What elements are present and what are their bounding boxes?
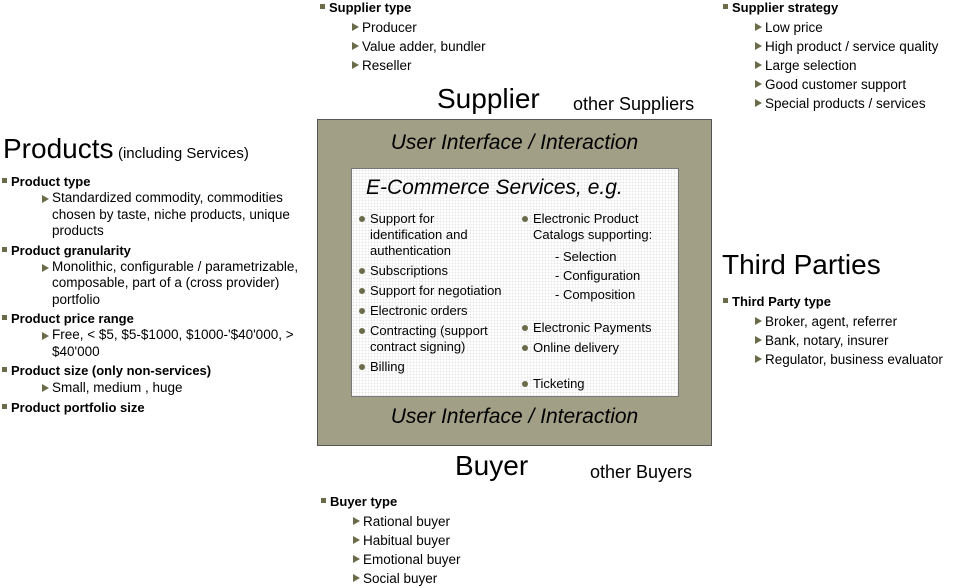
product-group-heading: Product portfolio size <box>11 400 145 415</box>
product-group-heading: Product size (only non-services) <box>11 363 212 378</box>
supplier-type-heading: Supplier type Producer Value adder, bund… <box>319 0 486 75</box>
buyer-type-item: Social buyer <box>352 569 461 588</box>
third-party-type-item: Broker, agent, referrer <box>754 312 943 331</box>
supplier-strategy-item: Good customer support <box>754 75 938 94</box>
service-item: Online delivery <box>521 340 676 356</box>
ecommerce-services-box <box>351 168 679 397</box>
products-subtitle: (including Services) <box>117 145 249 162</box>
products-section: Product type Standardized commodity, com… <box>1 173 317 416</box>
buyer-type-item: Habitual buyer <box>352 531 461 550</box>
service-item: Ticketing <box>521 376 676 392</box>
services-right-column-lower: Electronic Payments Online delivery <box>521 320 676 356</box>
supplier-strategy-heading: Supplier strategy Low price High product… <box>722 0 938 113</box>
supplier-strategy-label: Supplier strategy <box>732 0 839 15</box>
product-group-item: Monolithic, configurable / parametrizabl… <box>41 259 317 309</box>
services-right-column-bottom: Ticketing <box>521 376 676 392</box>
supplier-strategy-item: Large selection <box>754 56 938 75</box>
other-suppliers-label: other Suppliers <box>573 94 695 114</box>
supplier-type-item: Reseller <box>351 56 486 75</box>
buyer-type-item: Rational buyer <box>352 512 461 531</box>
third-parties-title: Third Parties <box>722 249 881 280</box>
product-group: Product granularity Monolithic, configur… <box>1 242 317 309</box>
ui-interaction-bottom-label: User Interface / Interaction <box>390 405 639 428</box>
supplier-strategy-item: Special products / services <box>754 94 938 113</box>
service-item: Billing <box>358 359 508 375</box>
service-item: Support for identification and authentic… <box>358 211 508 259</box>
ui-interaction-top-label: User Interface / Interaction <box>390 131 639 154</box>
product-group: Product type Standardized commodity, com… <box>1 173 317 240</box>
supplier-title: Supplier <box>437 83 540 114</box>
supplier-strategy-item: Low price <box>754 18 938 37</box>
product-group-heading: Product type <box>11 174 91 189</box>
catalog-feature: - Selection <box>555 249 617 264</box>
service-item: Contracting (support contract signing) <box>358 323 508 355</box>
product-group-item: Small, medium , huge <box>41 379 317 397</box>
ecommerce-services-title: E-Commerce Services, e.g. <box>366 176 623 199</box>
product-group-heading: Product price range <box>11 311 134 326</box>
catalog-feature: - Configuration <box>555 268 641 283</box>
third-party-type-item: Bank, notary, insurer <box>754 331 943 350</box>
product-group-heading: Product granularity <box>11 242 131 258</box>
catalog-feature: - Composition <box>555 287 636 302</box>
supplier-type-item: Producer <box>351 18 486 37</box>
other-buyers-label: other Buyers <box>590 462 693 482</box>
third-party-type-label: Third Party type <box>732 294 831 309</box>
service-item: Electronic Payments <box>521 320 676 336</box>
service-item: Subscriptions <box>358 263 508 279</box>
catalogs-label: Electronic Product Catalogs supporting: <box>533 211 653 242</box>
supplier-type-section: Supplier type Producer Value adder, bund… <box>319 0 486 75</box>
product-group: Product size (only non-services) Small, … <box>1 362 317 397</box>
products-title: Products <box>3 133 114 164</box>
service-item: Support for negotiation <box>358 283 508 299</box>
services-left-column: Support for identification and authentic… <box>358 211 508 375</box>
supplier-type-label: Supplier type <box>329 0 412 15</box>
service-item: Electronic Product Catalogs supporting: … <box>521 211 676 304</box>
supplier-type-item: Value adder, bundler <box>351 37 486 56</box>
buyer-type-label: Buyer type <box>330 494 398 509</box>
product-group: Product portfolio size <box>1 399 317 416</box>
buyer-title: Buyer <box>455 450 529 481</box>
product-group: Product price range Free, < $5, $5-$1000… <box>1 310 317 360</box>
supplier-strategy-item: High product / service quality <box>754 37 938 56</box>
products-header: Products (including Services) <box>3 133 249 165</box>
services-right-column: Electronic Product Catalogs supporting: … <box>521 211 676 304</box>
product-group-item: Standardized commodity, commodities chos… <box>41 190 317 240</box>
buyer-type-item: Emotional buyer <box>352 550 461 569</box>
third-party-type-heading: Third Party type Broker, agent, referrer… <box>722 293 943 369</box>
buyer-type-heading: Buyer type Rational buyer Habitual buyer… <box>320 493 461 588</box>
product-group-item: Free, < $5, $5-$1000, $1000-'$40'000, > … <box>41 327 317 360</box>
third-party-type-item: Regulator, business evaluator <box>754 350 943 369</box>
supplier-strategy-section: Supplier strategy Low price High product… <box>722 0 938 113</box>
buyer-type-section: Buyer type Rational buyer Habitual buyer… <box>320 493 461 588</box>
third-party-type-section: Third Party type Broker, agent, referrer… <box>722 293 943 369</box>
service-item: Electronic orders <box>358 303 508 319</box>
